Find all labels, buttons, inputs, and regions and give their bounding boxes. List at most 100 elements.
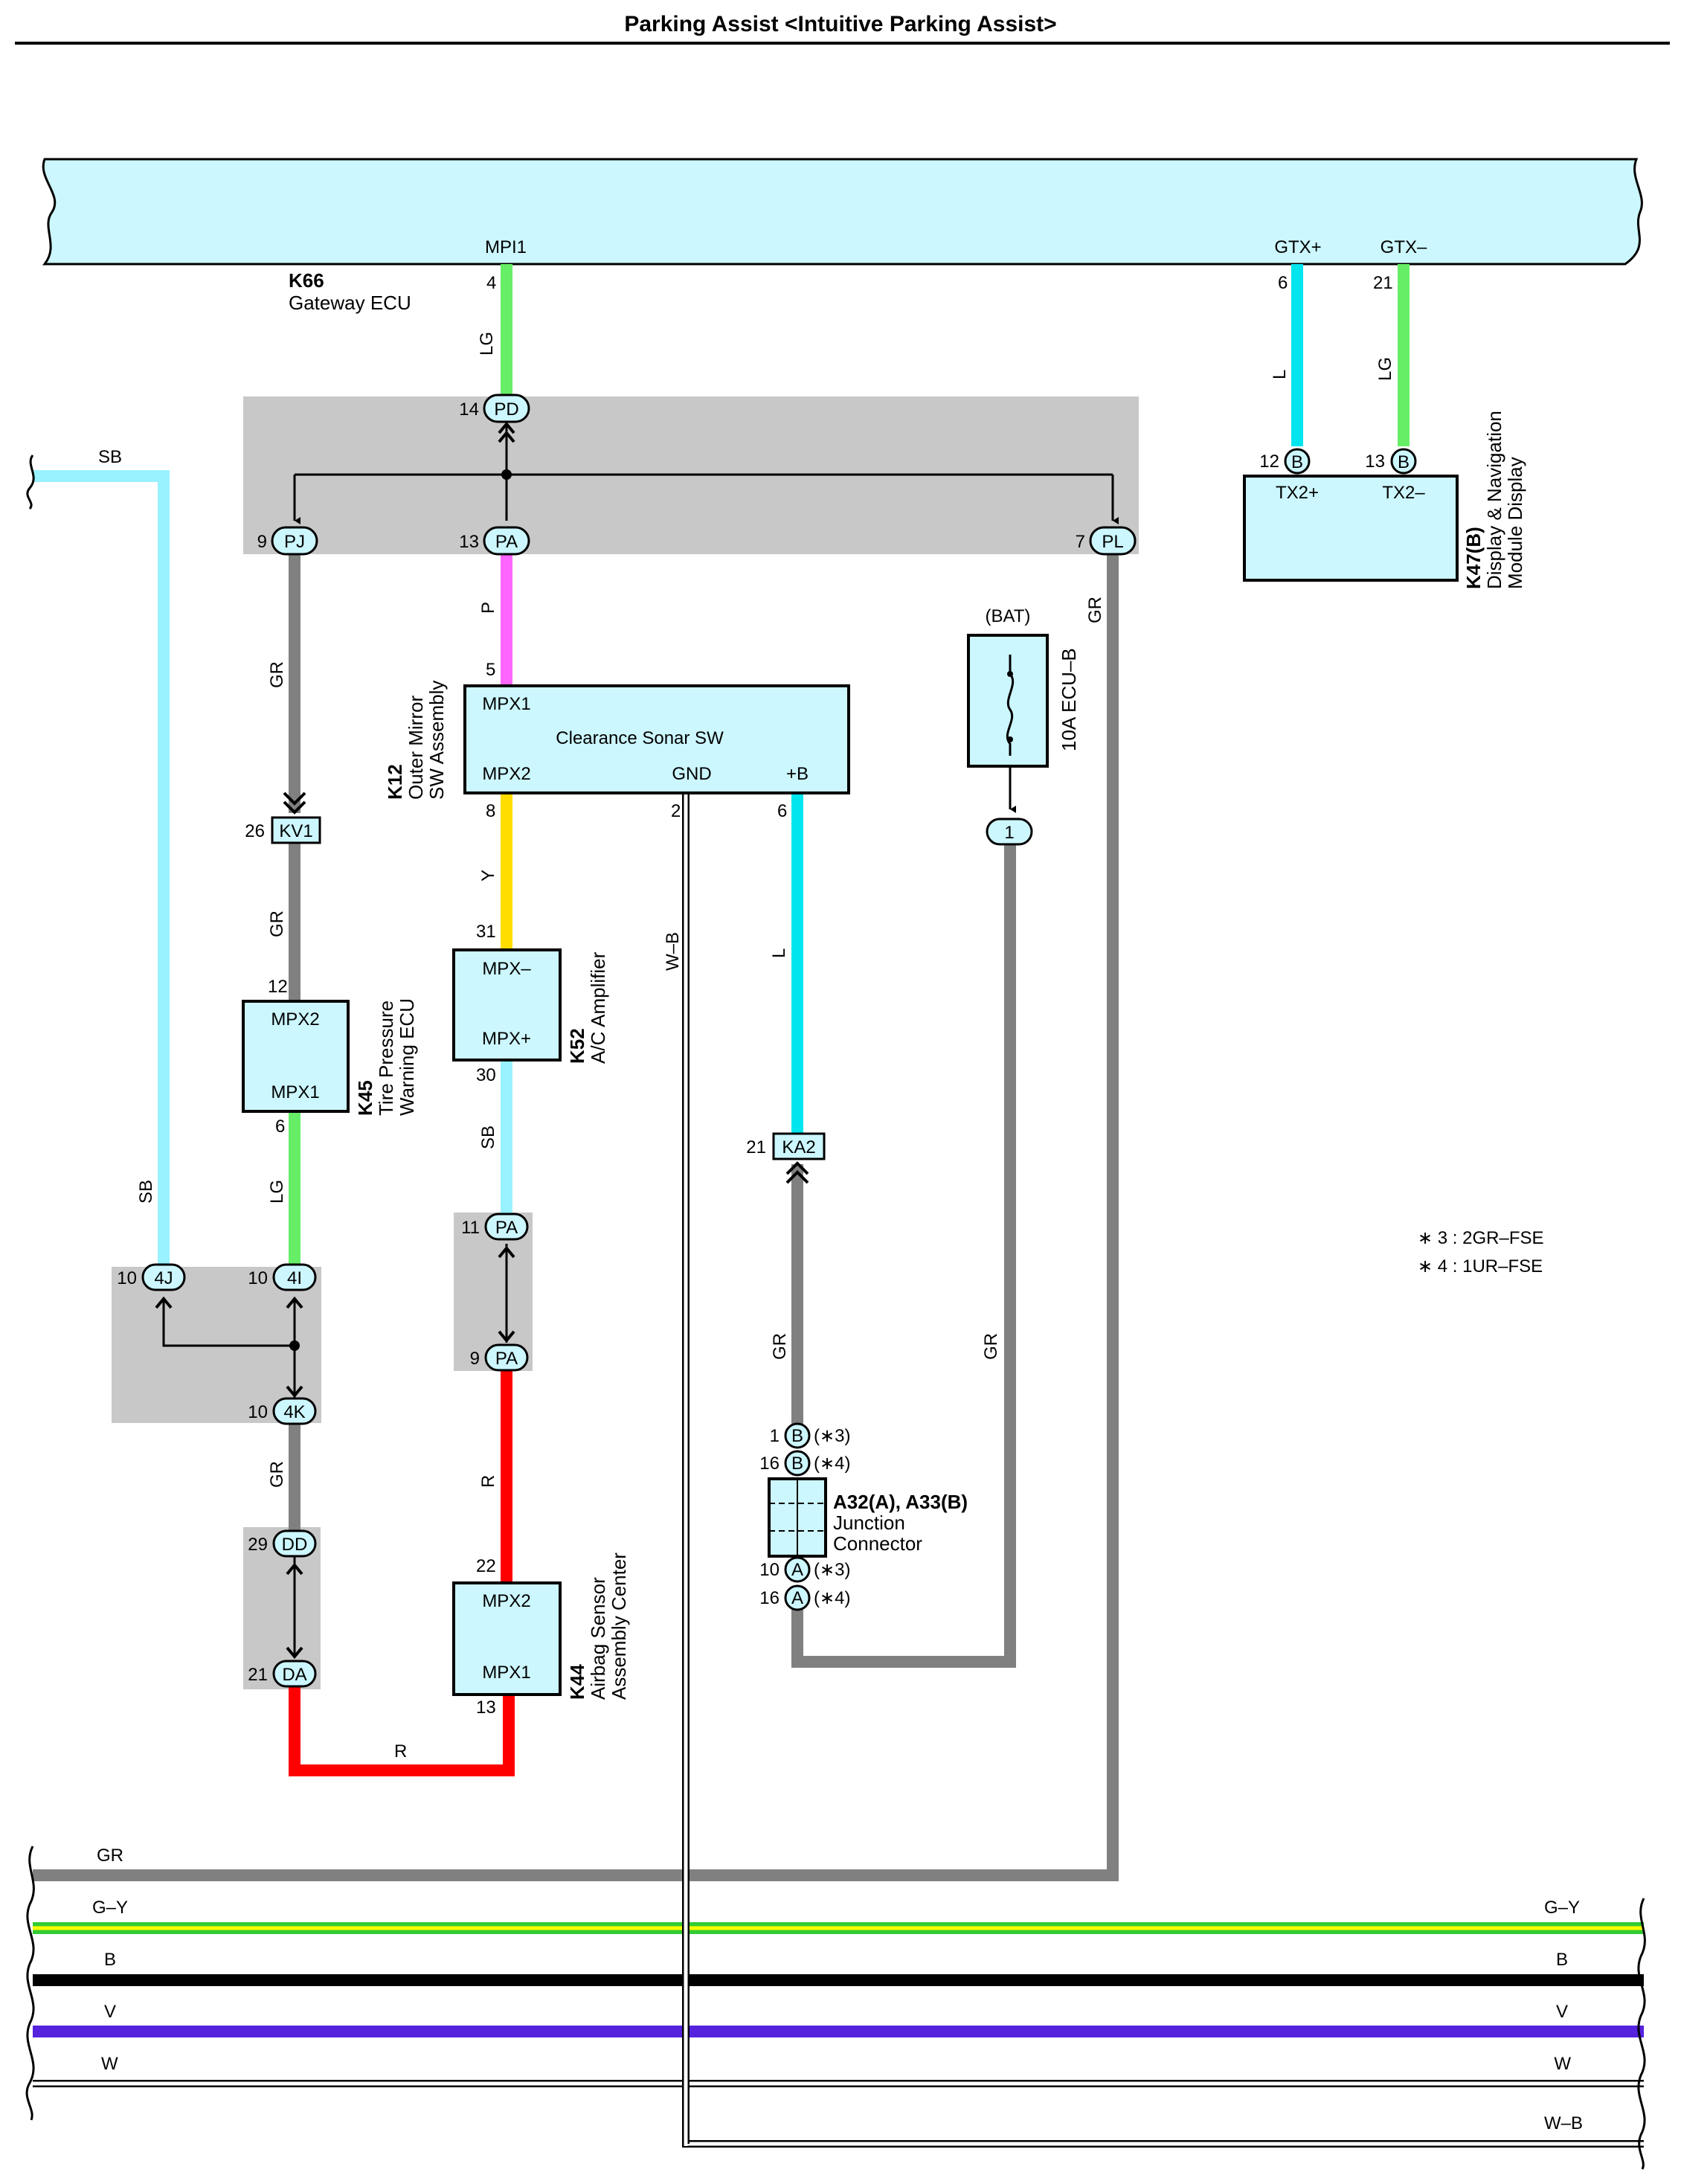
fuse-ecu-b: (BAT) 10A ECU–B 1 bbox=[967, 606, 1080, 846]
4j-arrow bbox=[155, 1296, 173, 1309]
note-4: ∗ 4 : 1UR–FSE bbox=[1418, 1256, 1543, 1276]
sonar-plusb: +B bbox=[786, 764, 809, 784]
connector-pd-label: PD bbox=[494, 399, 518, 420]
kv1-arrow bbox=[283, 791, 306, 815]
display-conn-13: B bbox=[1398, 452, 1410, 472]
connector-pj: PJ 9 bbox=[257, 526, 318, 556]
connector-ka2-label: KA2 bbox=[782, 1137, 815, 1157]
bus-break-right bbox=[1637, 1898, 1646, 2170]
tire-code: K45 bbox=[354, 1080, 376, 1116]
connector-pa9-label: PA bbox=[495, 1349, 518, 1369]
fuse-name: 10A ECU–B bbox=[1058, 648, 1080, 751]
connector-dd-no: 29 bbox=[248, 1535, 268, 1555]
display-conn-12: B bbox=[1291, 452, 1303, 472]
connector-4k: 4K 10 bbox=[248, 1397, 317, 1425]
wire-gr-pl bbox=[33, 552, 1119, 1881]
tire-ecu: MPX2 MPX1 12 6 K45 Tire Pressure Warning… bbox=[242, 977, 418, 1137]
ac-code: K52 bbox=[566, 1028, 588, 1064]
gateway-bus bbox=[42, 158, 1643, 266]
connector-da-no: 21 bbox=[248, 1665, 268, 1685]
ac-mpxp: MPX+ bbox=[482, 1029, 531, 1049]
sonar-pin8: 8 bbox=[486, 801, 495, 821]
connector-pa9-no: 9 bbox=[470, 1349, 480, 1369]
jc-a16-conn: A bbox=[791, 1588, 803, 1608]
junction4-node bbox=[289, 1340, 300, 1351]
tire-pin6: 6 bbox=[275, 1117, 285, 1137]
connector-4j-label: 4J bbox=[154, 1268, 173, 1288]
ac-pin30: 30 bbox=[476, 1065, 496, 1085]
jc-b1-conn: B bbox=[791, 1426, 803, 1446]
display-name2: Module Display bbox=[1504, 457, 1526, 589]
wire-label-p: P bbox=[478, 602, 498, 614]
bus-label-w-left: W bbox=[101, 2054, 118, 2074]
bus-break-left bbox=[25, 1846, 35, 2121]
gateway-pin-gtxm: GTX– bbox=[1381, 237, 1427, 257]
bus-label-b-left: B bbox=[104, 1950, 116, 1970]
connector-dd-label: DD bbox=[282, 1535, 308, 1555]
bus-label-v-right: V bbox=[1556, 2002, 1568, 2022]
4i-arrow bbox=[286, 1296, 303, 1309]
sb-break bbox=[26, 455, 35, 510]
ka2-arrow bbox=[785, 1161, 809, 1184]
jc-a16-pin: 16 bbox=[759, 1588, 780, 1608]
connector-ka2-no: 21 bbox=[746, 1137, 766, 1157]
jc-b1-pin: 1 bbox=[770, 1426, 780, 1446]
fuse-pin: 1 bbox=[1004, 823, 1014, 843]
connector-pl: PL 7 bbox=[1076, 526, 1137, 556]
connector-pl-no: 7 bbox=[1076, 532, 1085, 552]
sonar-pin6: 6 bbox=[777, 801, 787, 821]
sonar-mpx2: MPX2 bbox=[482, 764, 530, 784]
fuse-symbol bbox=[1006, 655, 1015, 756]
connector-pa13-label: PA bbox=[495, 532, 518, 552]
wire-r-bottom bbox=[289, 1687, 515, 1776]
gateway-pin4: 4 bbox=[486, 273, 496, 293]
connector-pd: PD 14 bbox=[459, 394, 530, 423]
wire-label-lg-gateway: LG bbox=[477, 332, 497, 356]
pd-up-arrow bbox=[498, 421, 515, 443]
sonar-title: Clearance Sonar SW bbox=[556, 728, 724, 748]
4k-arrow bbox=[286, 1385, 303, 1398]
connector-pa11: PA 11 bbox=[461, 1213, 529, 1241]
pa11-arrow bbox=[498, 1245, 515, 1259]
airbag-name2: Assembly Center bbox=[608, 1552, 630, 1700]
connector-4k-label: 4K bbox=[283, 1402, 305, 1422]
tire-mpx2: MPX2 bbox=[271, 1009, 319, 1030]
gateway-pin-mpi1: MPI1 bbox=[485, 237, 527, 257]
junction4-links bbox=[162, 1300, 295, 1347]
sonar-mpx1: MPX1 bbox=[482, 694, 530, 714]
jc-a10-conn: A bbox=[791, 1560, 803, 1580]
pa9-arrow bbox=[498, 1330, 515, 1343]
ac-mpxm: MPX– bbox=[482, 959, 531, 979]
connector-pl-label: PL bbox=[1102, 532, 1123, 552]
junction-connector: B 1 (∗3) B 16 (∗4) A 10 (∗3) A 16 (∗4) A… bbox=[759, 1422, 968, 1611]
display-module: B B 12 13 TX2+ TX2– K47(B) Display & Nav… bbox=[1243, 411, 1526, 589]
wire-label-sb-left: SB bbox=[136, 1180, 156, 1204]
connector-dd: DD 29 bbox=[248, 1529, 317, 1558]
bus-label-w-right: W bbox=[1554, 2054, 1571, 2074]
connector-pj-label: PJ bbox=[284, 532, 305, 552]
wire-gr-fuse bbox=[791, 844, 1016, 1668]
junction-node bbox=[501, 469, 512, 480]
gateway-name: Gateway ECU bbox=[289, 292, 411, 314]
jc-b16-pin: 16 bbox=[759, 1454, 780, 1474]
ac-amplifier: MPX– MPX+ 31 30 K52 A/C Amplifier bbox=[452, 922, 609, 1085]
jc-b1-note: (∗3) bbox=[814, 1426, 850, 1446]
note-3: ∗ 3 : 2GR–FSE bbox=[1418, 1228, 1544, 1248]
ac-pin31: 31 bbox=[476, 922, 496, 942]
jc-b16-conn: B bbox=[791, 1454, 803, 1474]
connector-pd-no: 14 bbox=[459, 399, 479, 420]
wire-label-gr-kv1: GR bbox=[267, 910, 287, 937]
bus-label-gy-right: G–Y bbox=[1544, 1898, 1580, 1918]
sonar-sw: MPX1 Clearance Sonar SW MPX2 GND +B 5 8 … bbox=[384, 660, 850, 821]
fuse-source: (BAT) bbox=[986, 606, 1031, 626]
wire-label-r-v: R bbox=[478, 1475, 498, 1488]
display-tx2p: TX2+ bbox=[1276, 483, 1319, 503]
airbag-pin13: 13 bbox=[476, 1698, 496, 1718]
connector-pa13: PA 13 bbox=[459, 526, 530, 556]
connector-pa11-label: PA bbox=[495, 1218, 518, 1238]
wire-label-y: Y bbox=[478, 870, 498, 881]
sonar-name1: Outer Mirror bbox=[405, 696, 427, 800]
jc-line2: Connector bbox=[833, 1532, 922, 1555]
bus-label-b-right: B bbox=[1556, 1950, 1568, 1970]
